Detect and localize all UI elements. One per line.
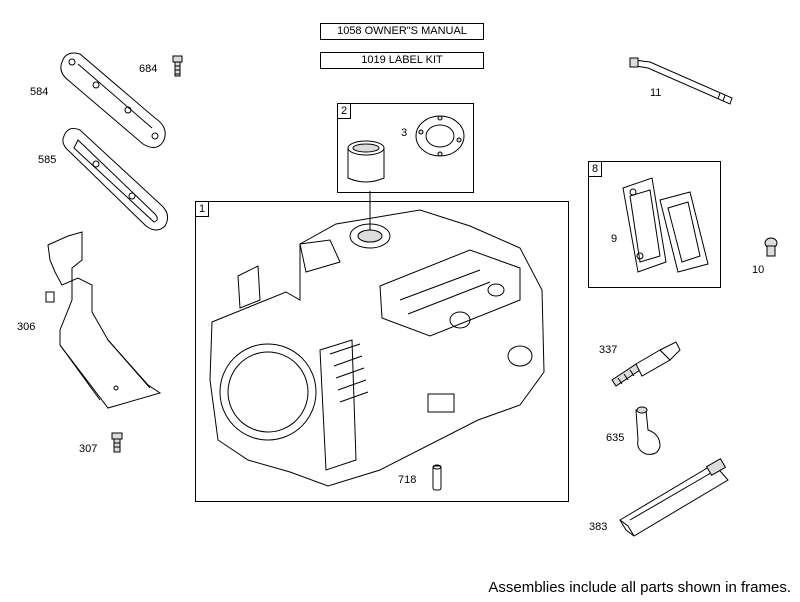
pin-718-drawing: [432, 464, 442, 491]
frame-cylinder: 1: [195, 201, 569, 502]
part-label-3: 3: [401, 127, 408, 139]
frame-breather: 8: [588, 161, 721, 288]
label-kit-label: 1019 LABEL KIT: [361, 54, 443, 66]
part-label-10: 10: [752, 264, 765, 276]
cylinder-block-drawing: [209, 209, 545, 487]
part-label-718: 718: [398, 474, 417, 486]
screw-684-drawing: [172, 55, 183, 77]
bushing-drawing: [347, 140, 385, 183]
wrench-383-drawing: [619, 457, 729, 537]
part-label-11: 11: [650, 87, 662, 99]
part-label-584: 584: [30, 86, 49, 98]
part-label-307: 307: [79, 443, 98, 455]
terminal-635-drawing: [635, 406, 661, 455]
part-label-585: 585: [38, 154, 57, 166]
frame-bushing-number: 2: [337, 103, 351, 119]
frame-bushing: 2: [337, 103, 474, 193]
shield-306-drawing: [45, 231, 162, 409]
assemblies-caption: Assemblies include all parts shown in fr…: [488, 579, 791, 596]
part-label-684: 684: [139, 63, 158, 75]
spark-plug-337-drawing: [611, 341, 681, 387]
gasket-585-drawing: [62, 128, 169, 231]
dipstick-11-drawing: [629, 57, 733, 105]
frame-cylinder-number: 1: [195, 201, 209, 217]
screw-10-drawing: [764, 237, 778, 257]
frame-breather-number: 8: [588, 161, 602, 177]
label-kit-box: 1019 LABEL KIT: [320, 52, 484, 69]
part-label-306: 306: [17, 321, 36, 333]
part-label-383: 383: [589, 521, 608, 533]
screw-307-drawing: [111, 432, 123, 453]
breather-9-drawing: [622, 177, 709, 273]
owners-manual-label: 1058 OWNER"S MANUAL: [337, 25, 467, 37]
seal-3-drawing: [415, 115, 465, 157]
gasket-584-drawing: [60, 52, 166, 148]
part-label-635: 635: [606, 432, 625, 444]
owners-manual-box: 1058 OWNER"S MANUAL: [320, 23, 484, 40]
part-label-337: 337: [599, 344, 618, 356]
part-label-9: 9: [611, 233, 618, 245]
